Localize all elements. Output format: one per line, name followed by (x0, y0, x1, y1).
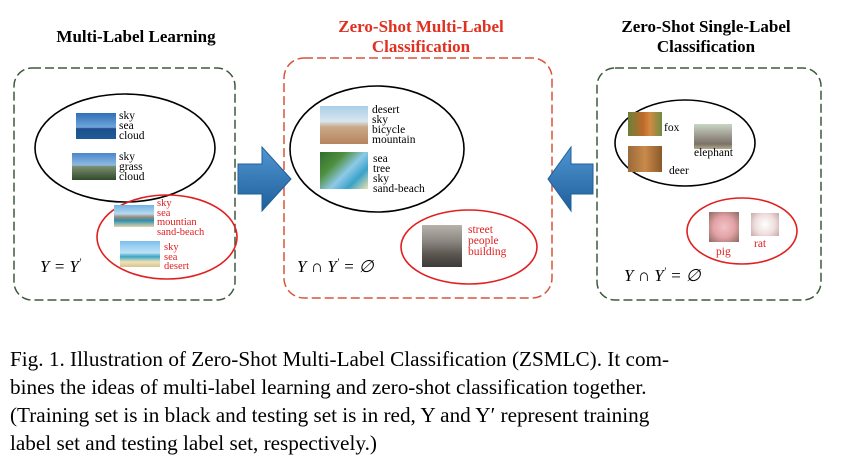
street-people-image (422, 225, 462, 267)
sea-desert-image (120, 241, 160, 267)
left-group1-labels: sky sea cloud (119, 110, 145, 142)
mountain-beach-image (114, 205, 154, 227)
caption-line-1: Fig. 1. Illustration of Zero-Shot Multi-… (10, 347, 670, 371)
right-panel-title: Zero-Shot Single-Label Classification (621, 17, 791, 56)
palm-beach-image (320, 152, 368, 189)
sky-grass-image (72, 153, 116, 180)
middle-formula: Y ∩ Y' = ∅ (297, 257, 374, 276)
right-train-ellipse (614, 99, 756, 187)
left-group4-labels: sky sea desert (164, 242, 190, 272)
caption-line-4: label set and testing label set, respect… (10, 431, 377, 455)
fox-image (628, 112, 662, 136)
right-label-elephant: elephant (694, 147, 733, 159)
right-formula: Y ∩ Y' = ∅ (624, 266, 701, 285)
middle-test-ellipse (400, 209, 538, 285)
elephant-image (694, 124, 732, 149)
right-test-ellipse (686, 197, 798, 265)
middle-group2-labels: sea tree sky sand-beach (373, 153, 425, 195)
rat-image (751, 213, 779, 236)
right-label-rat: rat (754, 238, 767, 250)
middle-panel-title: Zero-Shot Multi-Label Classification (338, 17, 504, 56)
pig-image (709, 212, 739, 242)
left-group2-labels: sky grass cloud (119, 151, 145, 183)
right-arrow (237, 145, 292, 213)
middle-group1-labels: desert sky bicycle mountain (372, 104, 416, 146)
left-arrow (547, 145, 594, 213)
right-label-pig: pig (716, 246, 731, 258)
desert-bicycle-image (320, 106, 368, 144)
figure-caption: Fig. 1. Illustration of Zero-Shot Multi-… (10, 345, 832, 457)
left-test-ellipse (96, 194, 238, 280)
left-group3-labels: sky sea mountian sand-beach (157, 198, 205, 238)
left-train-ellipse (34, 93, 216, 203)
right-label-deer: deer (669, 165, 689, 177)
deer-image (628, 146, 662, 172)
middle-group3-labels: street people building (468, 224, 507, 258)
caption-line-2: bines the ideas of multi-label learning … (10, 375, 647, 399)
left-formula: Y = Y' (40, 257, 82, 276)
middle-train-ellipse (289, 85, 465, 213)
right-label-fox: fox (664, 122, 680, 134)
caption-line-3: (Training set is in black and testing se… (10, 403, 650, 427)
left-panel-title: Multi-Label Learning (56, 27, 216, 46)
left-panel-border (13, 67, 236, 301)
right-panel-border (596, 67, 822, 301)
sky-sea-image (76, 113, 116, 139)
